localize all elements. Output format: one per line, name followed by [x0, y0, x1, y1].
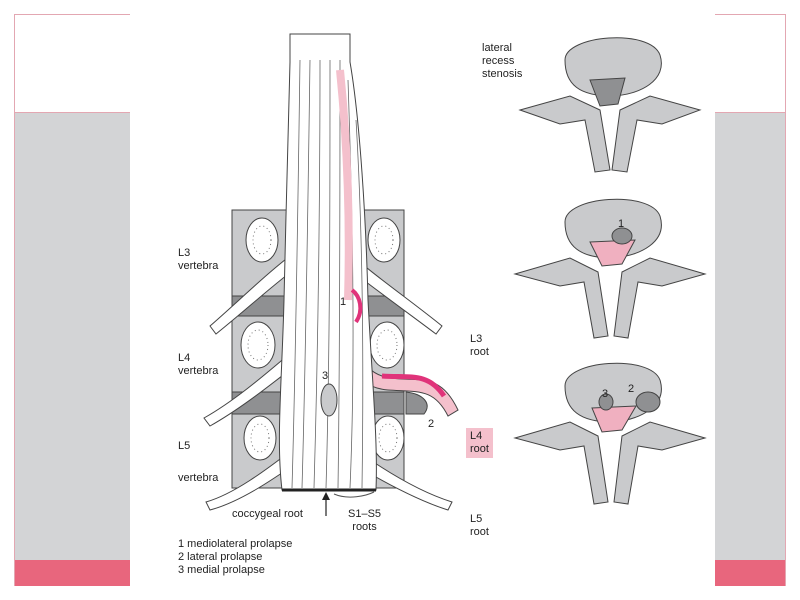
pink-nerve-fiber — [336, 69, 353, 301]
marker-3-axial: 3 — [602, 388, 609, 400]
lateral-recess-stenosis-mark — [589, 77, 626, 107]
lateral-prolapse-axial — [635, 391, 661, 413]
frame-right-line — [785, 14, 786, 586]
axial-top-left-process — [518, 95, 611, 173]
l5-root-left — [205, 449, 299, 511]
nerve-fibers — [291, 59, 364, 489]
marker-1-sagittal: 1 — [340, 296, 347, 308]
legend-item-1: 1 mediolateral prolapse — [178, 538, 293, 550]
pedicle-l3-left — [245, 217, 279, 263]
l4-root-compression — [381, 373, 447, 398]
left-gray-band — [15, 112, 130, 563]
label-lateral-recess-stenosis: lateral recess stenosis — [482, 42, 523, 80]
axial-middle-body — [564, 198, 662, 259]
pedicle-l4-right — [369, 321, 405, 369]
label-l4-vertebra: L4 vertebra — [178, 352, 219, 377]
mediolateral-prolapse-axial — [611, 227, 633, 245]
pedicle-l5-right — [371, 415, 405, 461]
label-l3-vertebra: L3 vertebra — [178, 247, 219, 272]
axial-top-right-process — [611, 95, 702, 173]
marker-3-sagittal: 3 — [322, 370, 329, 382]
frame-left-line — [14, 14, 15, 586]
pedicle-l5-left — [243, 415, 277, 461]
right-pink-stripe — [715, 560, 785, 586]
pedicle-texture — [247, 225, 398, 453]
axial-middle-left-process — [513, 257, 609, 339]
pedicle-l4-left — [240, 321, 276, 369]
axial-bottom-left-process — [513, 421, 609, 505]
label-l5-vertebra: L5 — [178, 440, 191, 452]
axial-middle-canal — [589, 239, 636, 267]
right-gray-band — [715, 112, 785, 563]
medial-prolapse-axial — [598, 393, 614, 411]
axial-bottom-canal — [591, 405, 637, 433]
axial-bottom-right-process — [613, 421, 707, 505]
legend: 1 mediolateral prolapse 2 lateral prolap… — [178, 538, 292, 577]
l3-root-left — [209, 249, 305, 335]
legend-item-3: 3 medial prolapse — [178, 564, 265, 576]
left-pink-stripe — [15, 560, 130, 586]
label-l5-root: L5 root — [470, 513, 489, 538]
label-coccygeal-root: coccygeal root — [232, 508, 303, 520]
legend-item-2: 2 lateral prolapse — [178, 551, 263, 563]
axial-view-middle — [513, 198, 707, 339]
marker-1-axial: 1 — [618, 218, 625, 230]
axial-top-body — [564, 37, 662, 97]
coccygeal-arrowhead — [322, 492, 330, 500]
s1-s5-brace — [333, 491, 375, 498]
label-s1-s5-roots: S1–S5 roots — [348, 508, 382, 533]
axial-view-top — [518, 37, 702, 173]
l4-root-left — [203, 349, 301, 427]
label-l3-root: L3 root — [470, 333, 489, 358]
axial-view-bottom — [513, 362, 707, 505]
marker-2-sagittal: 2 — [428, 418, 435, 430]
label-l4-root: L4 root — [466, 428, 493, 458]
lateral-prolapse — [405, 391, 428, 415]
pedicles — [240, 217, 405, 461]
axial-middle-right-process — [613, 257, 707, 339]
pedicle-l3-right — [367, 217, 401, 263]
marker-2-axial: 2 — [628, 383, 635, 395]
mediolateral-prolapse — [350, 288, 363, 324]
medial-prolapse — [320, 383, 338, 417]
label-l5-vertebra-word: vertebra — [178, 472, 219, 484]
